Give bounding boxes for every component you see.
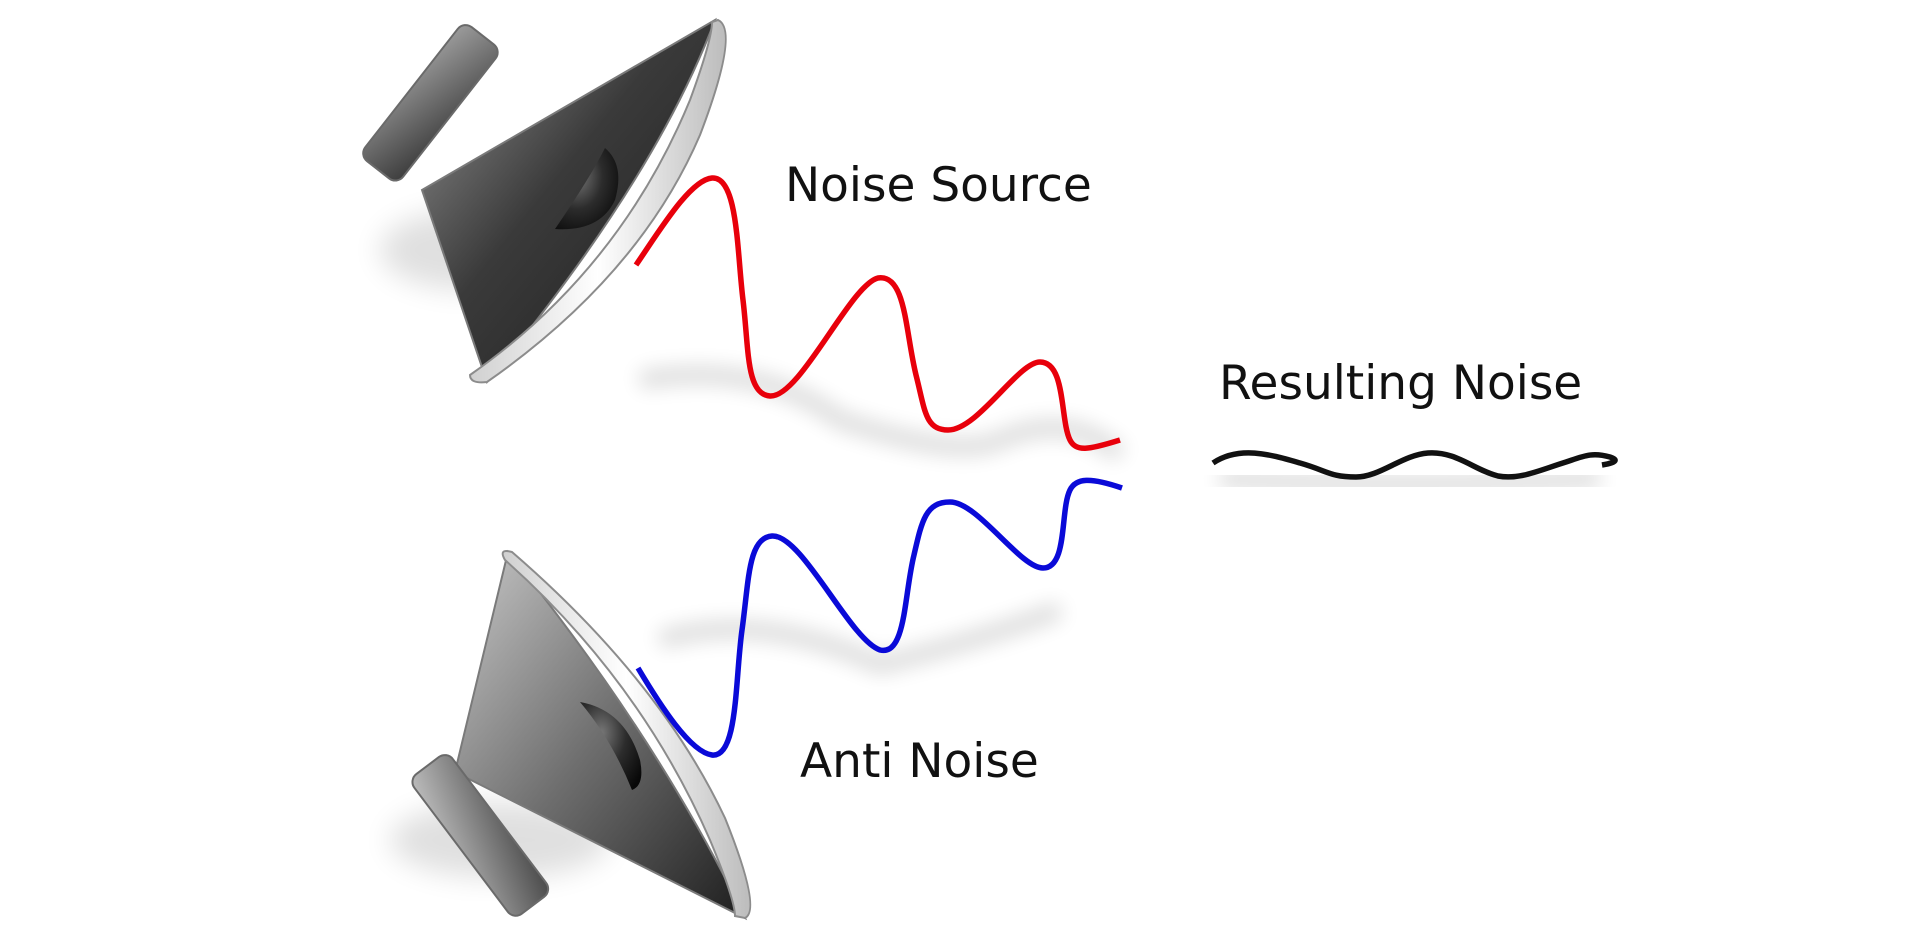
anti-noise-wave xyxy=(635,477,1123,758)
bottom-speaker xyxy=(390,549,752,921)
top-speaker-rim xyxy=(468,18,727,384)
bottom-speaker-rim xyxy=(501,550,752,920)
bottom-speaker-dome xyxy=(580,702,642,790)
noise-source-label: Noise Source xyxy=(785,158,1092,213)
resulting-noise-wave xyxy=(1211,450,1618,480)
top-speaker-dome xyxy=(555,148,619,230)
bottom-speaker-cap xyxy=(411,754,550,917)
top-speaker-cap xyxy=(362,24,499,182)
noise-source-wave xyxy=(633,175,1121,451)
resulting-noise-label: Resulting Noise xyxy=(1219,356,1583,411)
anti-noise-label: Anti Noise xyxy=(800,734,1039,789)
top-speaker xyxy=(362,17,727,385)
wave-shadows xyxy=(638,366,1601,675)
